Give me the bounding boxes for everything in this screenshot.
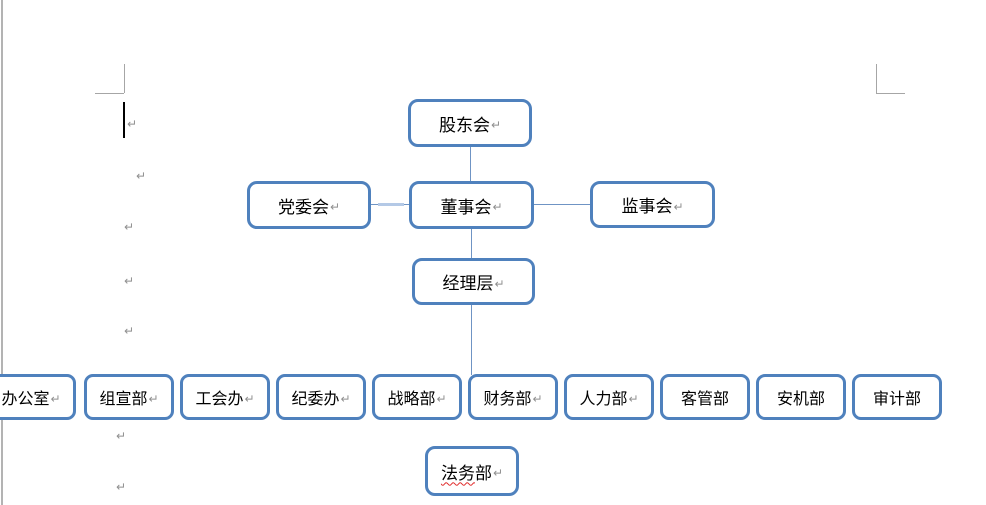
org-node-renlibu[interactable]: 人力部↵: [564, 374, 654, 420]
text-cursor: [123, 102, 125, 138]
paragraph-mark: ↵: [136, 169, 147, 183]
org-node-shenjibu[interactable]: 审计部: [852, 374, 942, 420]
window-left-edge: [1, 0, 3, 505]
org-node-label: 董事会: [440, 197, 492, 217]
org-node-label: 财务部: [483, 391, 532, 408]
org-node-zuxuanbu[interactable]: 组宣部↵: [84, 374, 174, 420]
connector-board-supervisory[interactable]: [533, 204, 591, 205]
org-node-fawubu[interactable]: 法务部↵: [425, 446, 519, 496]
org-node-label: 工会办: [195, 391, 244, 408]
paragraph-mark: ↵: [532, 392, 543, 406]
org-node-label: 股东会: [438, 115, 490, 135]
org-node-label: 办公室: [1, 391, 50, 408]
paragraph-mark: ↵: [244, 392, 255, 406]
org-node-bangongshi[interactable]: 办公室↵: [0, 374, 76, 420]
paragraph-mark: ↵: [329, 200, 341, 214]
org-node-gudonghui[interactable]: 股东会↵: [408, 99, 532, 147]
paragraph-mark: ↵: [127, 117, 138, 131]
org-node-label: 监事会: [621, 197, 673, 216]
paragraph-mark: ↵: [494, 276, 505, 291]
org-node-label-part: 部: [474, 463, 492, 483]
paragraph-mark: ↵: [673, 199, 684, 214]
org-node-dongshihui[interactable]: 董事会↵: [409, 181, 534, 229]
org-node-label: 纪委办: [291, 391, 340, 408]
org-node-dangweihui[interactable]: 党委会↵: [247, 181, 371, 229]
org-node-caiwubu[interactable]: 财务部↵: [468, 374, 558, 420]
org-node-label: 人力部: [579, 391, 628, 408]
paragraph-mark: ↵: [628, 392, 639, 406]
connector-management-depts[interactable]: [471, 304, 472, 375]
paragraph-mark: ↵: [340, 392, 351, 406]
connector-shareholders-board[interactable]: [470, 147, 471, 182]
org-node-zhanlvebu[interactable]: 战略部↵: [372, 374, 462, 420]
paragraph-mark: ↵: [50, 392, 61, 406]
paragraph-mark: ↵: [124, 220, 135, 234]
paragraph-mark: ↵: [124, 274, 135, 288]
org-node-label: 党委会: [277, 197, 329, 217]
org-node-jingliceng[interactable]: 经理层↵: [412, 258, 535, 305]
connector-board-management[interactable]: [471, 228, 472, 259]
org-node-anjibu[interactable]: 安机部: [756, 374, 846, 420]
paragraph-mark: ↵: [492, 200, 503, 214]
paragraph-mark: ↵: [148, 392, 159, 406]
org-node-label: 组宣部: [99, 391, 148, 408]
org-node-label: 经理层: [442, 274, 494, 293]
paragraph-mark: ↵: [116, 429, 127, 443]
paragraph-mark: ↵: [436, 392, 447, 406]
org-node-label: 战略部: [387, 391, 436, 408]
org-node-gonghuiban[interactable]: 工会办↵: [180, 374, 270, 420]
connector-party-board-highlight: [378, 203, 404, 206]
paragraph-mark: ↵: [492, 466, 504, 480]
org-node-label-part: 法务: [440, 463, 475, 483]
org-node-label: 安机部: [776, 391, 825, 408]
org-node-keguanbu[interactable]: 客管部: [660, 374, 750, 420]
org-node-label: 审计部: [872, 391, 921, 408]
org-node-label: 客管部: [680, 391, 729, 408]
paragraph-mark: ↵: [490, 118, 502, 132]
paragraph-mark: ↵: [116, 480, 127, 494]
paragraph-mark: ↵: [124, 324, 135, 338]
org-node-jiweiban[interactable]: 纪委办↵: [276, 374, 366, 420]
org-node-jianshihui[interactable]: 监事会↵: [590, 181, 715, 228]
